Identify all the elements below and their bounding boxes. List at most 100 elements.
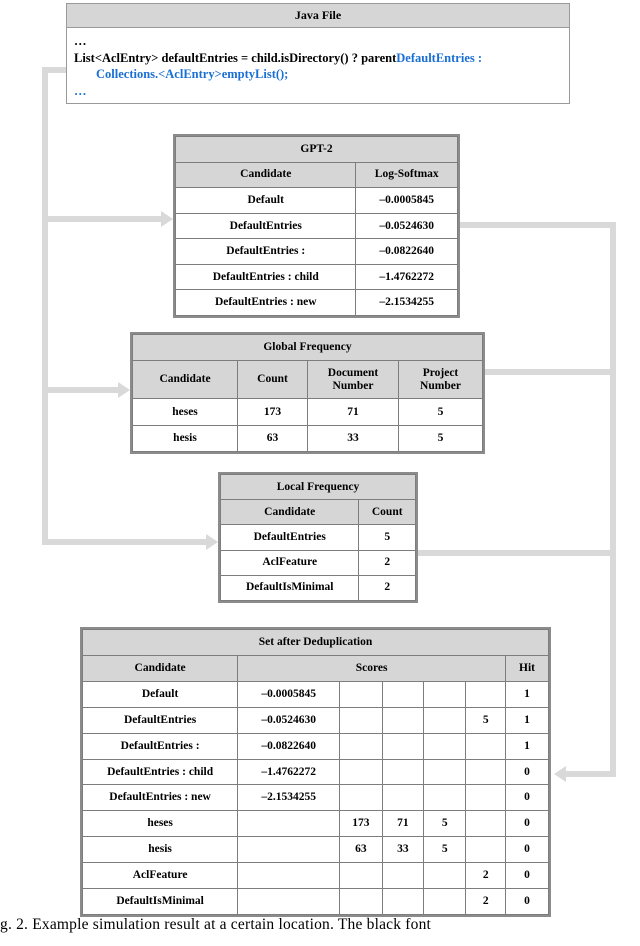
dedup-cell-candidate: DefaultEntries : child [81,758,239,786]
doc-num-line1: Document [327,366,379,379]
dedup-cell-score-5 [465,836,507,864]
table-row: DefaultEntries : –0.0822640 [174,238,458,265]
dedup-cell-candidate: DefaultEntries : new [81,784,239,812]
table-row: DefaultEntries 5 [219,524,416,551]
dedup-cell-score-1 [237,836,341,864]
connector-branch-global [42,387,119,393]
dedup-cell-score-1: –1.4762272 [237,758,341,786]
table-row: hesis 63 33 5 [132,424,483,453]
dedup-cell-candidate: DefaultEntries : [81,732,239,760]
connector-local-out [417,550,616,556]
dedup-cell-score-2 [339,758,383,786]
code-black-span: List<AclEntry> defaultEntries = child.is… [74,50,397,65]
dedup-cell-hit: 1 [505,732,549,760]
global-frequency-table: Global Frequency Candidate Count Documen… [130,332,485,454]
gpt2-cell-candidate: Default [174,187,357,214]
gpt2-cell-score: –0.0524630 [355,212,458,240]
connector-branch-gpt2 [42,216,162,222]
dedup-cell-score-5 [465,732,507,760]
dedup-cell-score-1 [237,888,341,915]
dedup-cell-score-2 [339,732,383,760]
global-cell-document-number: 33 [307,424,399,453]
local-frequency-table: Local Frequency Candidate Count DefaultE… [218,472,418,603]
table-row: DefaultEntries : –0.0822640 1 [81,732,549,760]
dedup-cell-score-1: –2.1534255 [237,784,341,812]
global-cell-candidate: heses [132,398,238,426]
gpt2-col-candidate: Candidate [174,161,357,189]
arrow-into-dedup-icon [554,766,566,782]
table-row: AclFeature 2 0 [81,862,549,890]
dedup-table: Set after Deduplication Candidate Scores… [80,627,551,917]
dedup-cell-score-2: 173 [339,810,383,838]
dedup-cell-score-2 [339,784,383,812]
dedup-cell-hit: 0 [505,758,549,786]
dedup-cell-score-4: 5 [423,836,467,864]
global-col-count: Count [237,360,308,400]
dedup-cell-score-4 [423,888,467,915]
connector-branch-local [42,539,207,545]
dedup-cell-score-2 [339,888,383,915]
gpt2-cell-score: –0.0005845 [355,187,458,214]
dedup-cell-candidate: DefaultIsMinimal [81,888,239,915]
global-cell-candidate: hesis [132,424,238,453]
global-col-document-number: Document Number [307,360,399,400]
connector-into-dedup [566,771,616,777]
dedup-cell-score-3 [381,758,425,786]
dedup-header-row: Candidate Scores Hit [81,654,549,682]
dedup-cell-score-3 [381,784,425,812]
connector-gpt2-out [460,222,616,228]
code-ellipsis-top: … [74,34,88,48]
dedup-col-scores: Scores [237,654,507,682]
gpt2-cell-candidate: DefaultEntries : new [174,289,357,316]
dedup-cell-score-4: 5 [423,810,467,838]
dedup-col-candidate: Candidate [81,654,239,682]
gpt2-title-row: GPT-2 [175,136,458,163]
gpt2-cell-score: –2.1534255 [355,289,458,316]
dedup-cell-score-4 [423,680,467,708]
dedup-cell-score-5: 2 [465,888,507,915]
connector-merge-vertical-trunk [610,222,616,777]
dedup-cell-score-2: 63 [339,836,383,864]
gpt2-cell-candidate: DefaultEntries : child [174,263,357,291]
table-row: AclFeature 2 [219,549,416,576]
gpt2-table: GPT-2 Candidate Log-Softmax Default –0.0… [173,134,460,318]
dedup-cell-score-3: 33 [381,836,425,864]
dedup-cell-score-3 [381,706,425,734]
dedup-cell-score-4 [423,784,467,812]
table-row: DefaultEntries : child –1.4762272 [174,263,458,291]
figure-caption: g. 2. Example simulation result at a cer… [0,916,640,934]
dedup-cell-score-4 [423,732,467,760]
connector-global-out [485,369,616,375]
dedup-cell-score-3: 71 [381,810,425,838]
table-row: DefaultIsMinimal 2 0 [81,888,549,915]
doc-num-line2: Number [332,379,374,392]
dedup-cell-score-5: 2 [465,862,507,890]
dedup-cell-hit: 0 [505,810,549,838]
code-blue-span-2: Collections.<AclEntry>emptyList(); [96,67,289,82]
java-file-code: … List<AclEntry> defaultEntries = child.… [67,28,569,100]
local-col-count: Count [358,499,416,526]
gpt2-cell-score: –0.0822640 [355,238,458,265]
dedup-cell-hit: 0 [505,784,549,812]
dedup-cell-score-5 [465,680,507,708]
dedup-title: Set after Deduplication [82,629,549,656]
proj-num-line1: Project [422,366,459,379]
local-cell-count: 2 [358,574,416,602]
gpt2-col-logsoftmax: Log-Softmax [355,161,458,189]
table-row: DefaultEntries –0.0524630 5 1 [81,706,549,734]
dedup-cell-score-4 [423,758,467,786]
local-cell-candidate: AclFeature [219,549,360,576]
gpt2-header-row: Candidate Log-Softmax [174,161,458,189]
dedup-cell-score-5: 5 [465,706,507,734]
local-cell-count: 2 [358,549,416,576]
dedup-cell-hit: 0 [505,836,549,864]
java-file-box: Java File … List<AclEntry> defaultEntrie… [66,3,570,104]
local-cell-candidate: DefaultEntries [219,524,360,551]
table-row: DefaultEntries : new –2.1534255 [174,289,458,316]
dedup-cell-score-4 [423,862,467,890]
dedup-cell-candidate: AclFeature [81,862,239,890]
code-ellipsis-bottom: … [74,83,88,98]
dedup-cell-score-5 [465,784,507,812]
global-cell-project-number: 5 [398,398,483,426]
